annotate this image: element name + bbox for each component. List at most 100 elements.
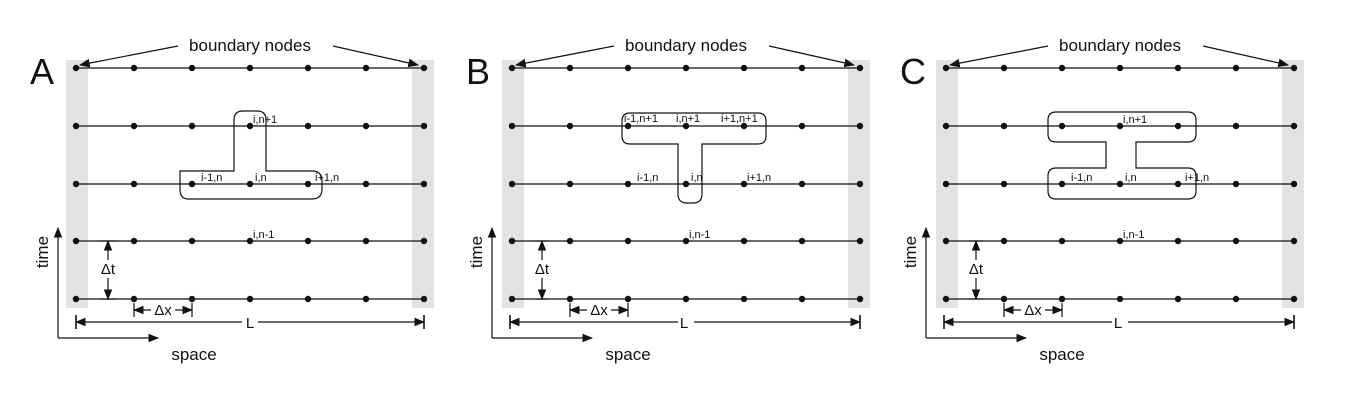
grid-node [130,64,138,72]
panel-b: B boundary nodes i-1,n+1 i,n+1 i+1,n+1 i… [466,36,870,364]
grid-node [1058,295,1066,303]
node-label: i,n [1125,172,1137,184]
grid-node [1232,295,1240,303]
node-label: i,n+1 [1123,114,1147,126]
grid-node [856,180,864,188]
grid-node [130,237,138,245]
axes: time space [467,226,651,364]
dx-dimension: Δx [132,302,194,319]
panel-c: C boundary nodes i,n+1 i-1,n i,n i+1,n i… [900,36,1304,364]
grid-node [72,295,80,303]
grid-node [1116,64,1124,72]
node-label: i,n+1 [676,113,700,125]
grid-node [1174,295,1182,303]
grid-node [682,295,690,303]
node-label: i+1,n [315,172,339,184]
grid-node [798,64,806,72]
node-label: i,n-1 [253,229,274,241]
panel-letter: C [900,51,926,92]
grid-node [188,237,196,245]
dt-dimension: Δt [966,239,986,301]
grid-node [1000,64,1008,72]
grid-node [72,122,80,130]
grid-node [420,122,428,130]
boundary-arrow-left [514,45,615,68]
space-axis-label: space [171,345,216,364]
node-label: i-1,n [201,172,222,184]
grid-node [1174,64,1182,72]
grid-node [942,180,950,188]
grid-node [1290,180,1298,188]
grid-node [304,237,312,245]
grid-node [1000,237,1008,245]
grid-node [420,237,428,245]
grid-node [1000,295,1008,303]
grid-node [740,64,748,72]
grid-node [188,180,196,188]
panel-letter: A [30,51,54,92]
node-label: i+1,n [1185,172,1209,184]
grid-node [246,64,254,72]
grid-node [362,237,370,245]
node-grid [72,64,428,303]
boundary-nodes-label: boundary nodes [625,36,747,55]
time-axis-label: time [901,236,920,268]
grid-node [420,295,428,303]
dx-label: Δx [154,302,172,319]
stencil-outline [179,110,323,200]
grid-node [1174,237,1182,245]
node-label: i,n-1 [1123,229,1144,241]
boundary-arrow-right [332,45,420,68]
grid-node [624,122,632,130]
dt-label: Δt [535,261,550,278]
grid-node [566,237,574,245]
grid-node [1290,237,1298,245]
grid-node [1174,180,1182,188]
grid-node [72,64,80,72]
dx-dimension: Δx [568,302,630,319]
grid-node [130,180,138,188]
node-label: i+1,n+1 [721,113,758,125]
grid-node [246,295,254,303]
grid-node [566,180,574,188]
dx-dimension: Δx [1002,302,1064,319]
node-grid [942,64,1298,303]
space-axis-label: space [605,345,650,364]
grid-node [420,180,428,188]
dt-label: Δt [101,261,116,278]
dt-label: Δt [969,261,984,278]
grid-node [856,122,864,130]
dx-label: Δx [1024,302,1042,319]
grid-node [1290,64,1298,72]
grid-node [304,180,312,188]
grid-node [566,64,574,72]
grid-node [304,64,312,72]
node-label: i,n-1 [689,229,710,241]
grid-node [72,180,80,188]
grid-node [682,180,690,188]
boundary-nodes-label: boundary nodes [1059,36,1181,55]
grid-node [624,64,632,72]
node-label: i+1,n [747,172,771,184]
grid-node [1116,295,1124,303]
grid-node [1116,122,1124,130]
grid-node [246,180,254,188]
boundary-arrow-right [1202,45,1290,68]
grid-node [942,295,950,303]
length-dimension: L [508,314,862,332]
grid-node [1058,122,1066,130]
grid-node [798,237,806,245]
boundary-arrow-right [768,45,856,68]
node-grid [508,64,864,303]
grid-node [1232,180,1240,188]
grid-node [508,64,516,72]
dt-dimension: Δt [98,239,118,301]
grid-node [508,122,516,130]
node-label: i,n [255,172,267,184]
grid-node [304,122,312,130]
time-axis-label: time [467,236,486,268]
grid-node [624,295,632,303]
length-dimension: L [942,314,1296,332]
length-label: L [246,315,254,332]
